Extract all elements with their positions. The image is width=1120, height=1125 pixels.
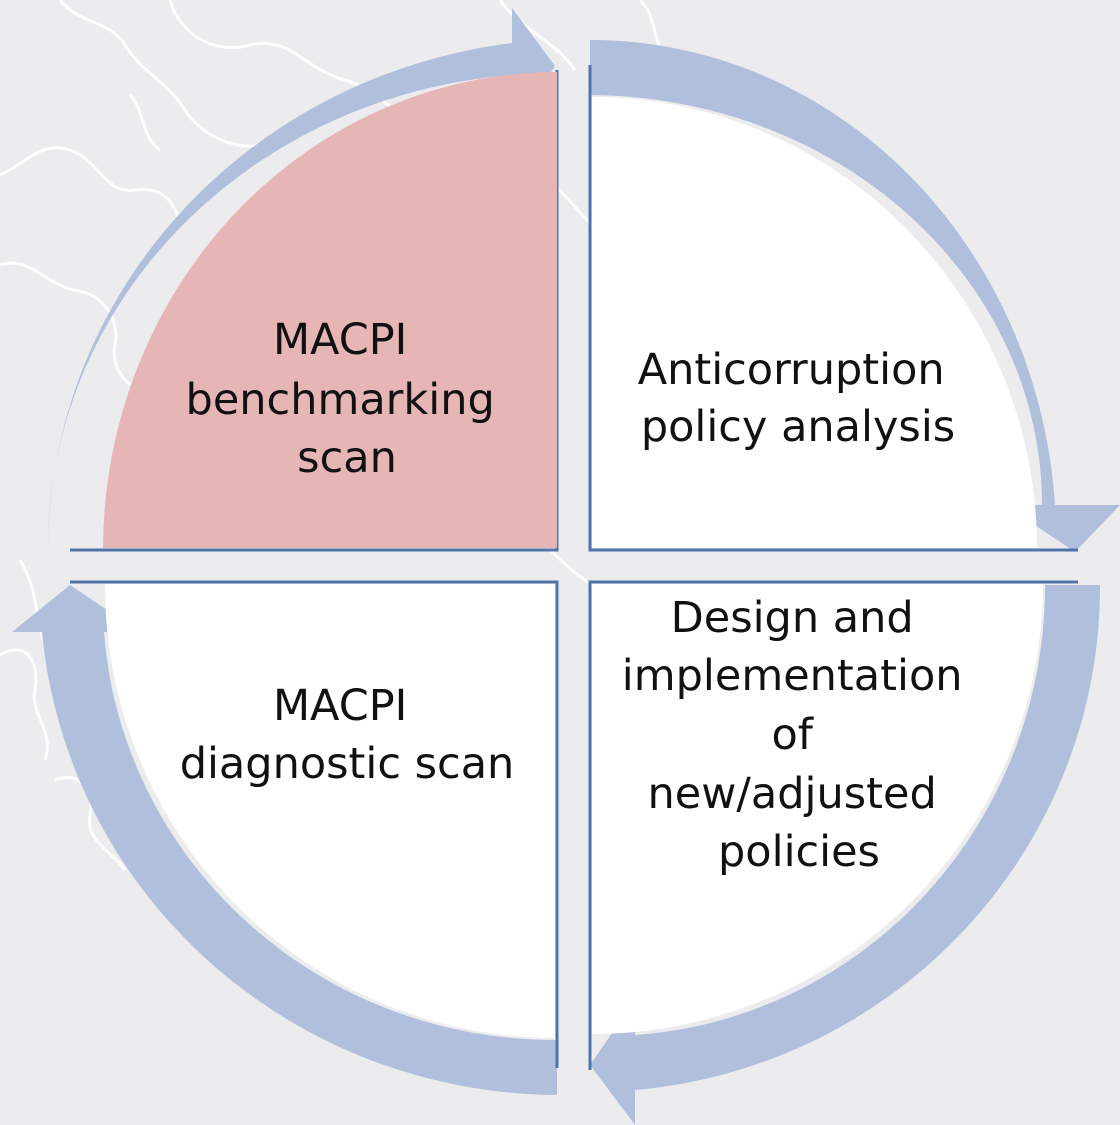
border-top-right xyxy=(588,65,1078,552)
label-line: diagnostic scan xyxy=(180,739,515,789)
arrow-top-right xyxy=(590,39,1120,553)
label-line: MACPI xyxy=(273,681,407,731)
quadrant-top-left xyxy=(103,72,557,548)
label-line: Anticorruption xyxy=(638,345,945,395)
quadrant-top-right xyxy=(592,97,1037,548)
border-bottom-left xyxy=(70,580,559,1068)
label-line: new/adjusted xyxy=(648,769,937,819)
label-line: of xyxy=(771,710,813,760)
label-top-left: MACPI benchmarking scan xyxy=(186,315,509,483)
map-line xyxy=(168,0,431,127)
map-line xyxy=(54,776,127,871)
label-line: policies xyxy=(718,827,880,877)
label-line: benchmarking xyxy=(186,375,495,425)
arrow-bottom-right xyxy=(590,585,1101,1125)
map-line xyxy=(0,648,49,761)
label-top-right: Anticorruption policy analysis xyxy=(638,345,959,452)
map-line xyxy=(128,93,161,152)
map-line xyxy=(498,0,577,71)
label-line: MACPI xyxy=(273,315,407,365)
map-line xyxy=(0,261,151,397)
label-line: implementation xyxy=(622,651,963,701)
cycle-arrows xyxy=(12,8,1120,1125)
map-line xyxy=(0,146,182,226)
quadrant-bottom-right xyxy=(592,584,1043,1034)
label-line: scan xyxy=(297,433,397,483)
label-line: Design and xyxy=(671,593,914,643)
label-bottom-left: MACPI diagnostic scan xyxy=(180,681,515,789)
arrow-top-left xyxy=(47,8,556,550)
border-bottom-right xyxy=(588,580,1078,1070)
arrow-bottom-left xyxy=(12,585,557,1095)
label-line: policy analysis xyxy=(641,402,955,452)
map-line xyxy=(58,0,261,148)
quadrant-bottom-left xyxy=(104,584,556,1038)
label-bottom-right: Design and implementation of new/adjuste… xyxy=(622,593,976,877)
